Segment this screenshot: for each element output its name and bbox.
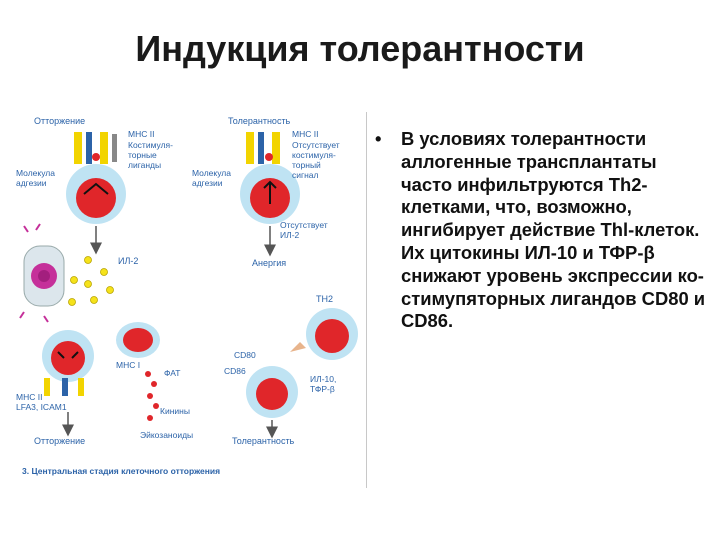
il2-dots <box>68 256 114 306</box>
cd86-label: CD86 <box>224 366 246 376</box>
bullet-pane: • В условиях толерантности аллогенные тр… <box>375 128 710 333</box>
rejection-receptors <box>74 132 117 164</box>
slide-title: Индукция толерантности <box>135 28 585 69</box>
tolerance-receptors <box>246 132 280 164</box>
kinins-label: Кинины <box>160 406 190 416</box>
absent-label-2: костимуля- <box>292 150 336 160</box>
mediator-dots <box>145 371 159 421</box>
bullet-dot: • <box>375 128 382 149</box>
costim-label-3: лиганды <box>128 160 161 170</box>
adhesion-label-1: Молекула <box>16 168 55 178</box>
th2-cell <box>306 308 358 360</box>
absent-label-1: Отсутствует <box>292 140 340 150</box>
absent-label-4: сигнал <box>292 170 319 180</box>
effector-cell-left <box>42 330 94 396</box>
tolerance-cell <box>240 164 300 224</box>
tolerance-mhc-label: MHC II <box>292 129 318 139</box>
rejection-cell <box>66 164 126 224</box>
apc-cell <box>246 342 306 418</box>
tol-adhesion-label-2: адгезии <box>192 178 223 188</box>
adhesion-label-2: адгезии <box>16 178 47 188</box>
anergy-label: Анергия <box>252 258 286 268</box>
target-cell-middle <box>116 322 160 358</box>
bullet-text: В условиях толерантности аллогенные тран… <box>401 128 706 332</box>
absent-label-3: торный <box>292 160 321 170</box>
il2-label: ИЛ-2 <box>118 256 138 266</box>
immunology-figure: Отторжение MHC II Костимуля- торные лига… <box>14 112 366 488</box>
cd80-label: CD80 <box>234 350 256 360</box>
tolerance-header: Толерантность <box>228 116 291 126</box>
lfa-label: LFA3, ICAM1 <box>16 402 67 412</box>
divider <box>366 112 367 488</box>
costim-label-1: Костимуля- <box>128 140 173 150</box>
tol-adhesion-label-1: Молекула <box>192 168 231 178</box>
eicosanoids-label: Эйкозаноиды <box>140 430 193 440</box>
bullet-item: • В условиях толерантности аллогенные тр… <box>375 128 710 333</box>
fat-label: ФАТ <box>164 368 180 378</box>
costim-label-2: торные <box>128 150 157 160</box>
figure-caption: 3. Центральная стадия клеточного отторже… <box>22 466 220 476</box>
th2-label: TH2 <box>316 294 333 304</box>
graft-cell <box>19 223 65 323</box>
rejection-mhc-label: MHC II <box>128 129 154 139</box>
il10-label: ИЛ-10, <box>310 374 336 384</box>
no-il2-label-2: ИЛ-2 <box>280 230 300 240</box>
rejection-result-label: Отторжение <box>34 436 85 446</box>
mhc2-label: MHC II <box>16 392 42 402</box>
tolerance-result-label: Толерантность <box>232 436 295 446</box>
mhc1-label: MHC I <box>116 360 140 370</box>
no-il2-label-1: Отсутствует <box>280 220 328 230</box>
tgf-label: ТФР-β <box>310 384 335 394</box>
rejection-header: Отторжение <box>34 116 85 126</box>
